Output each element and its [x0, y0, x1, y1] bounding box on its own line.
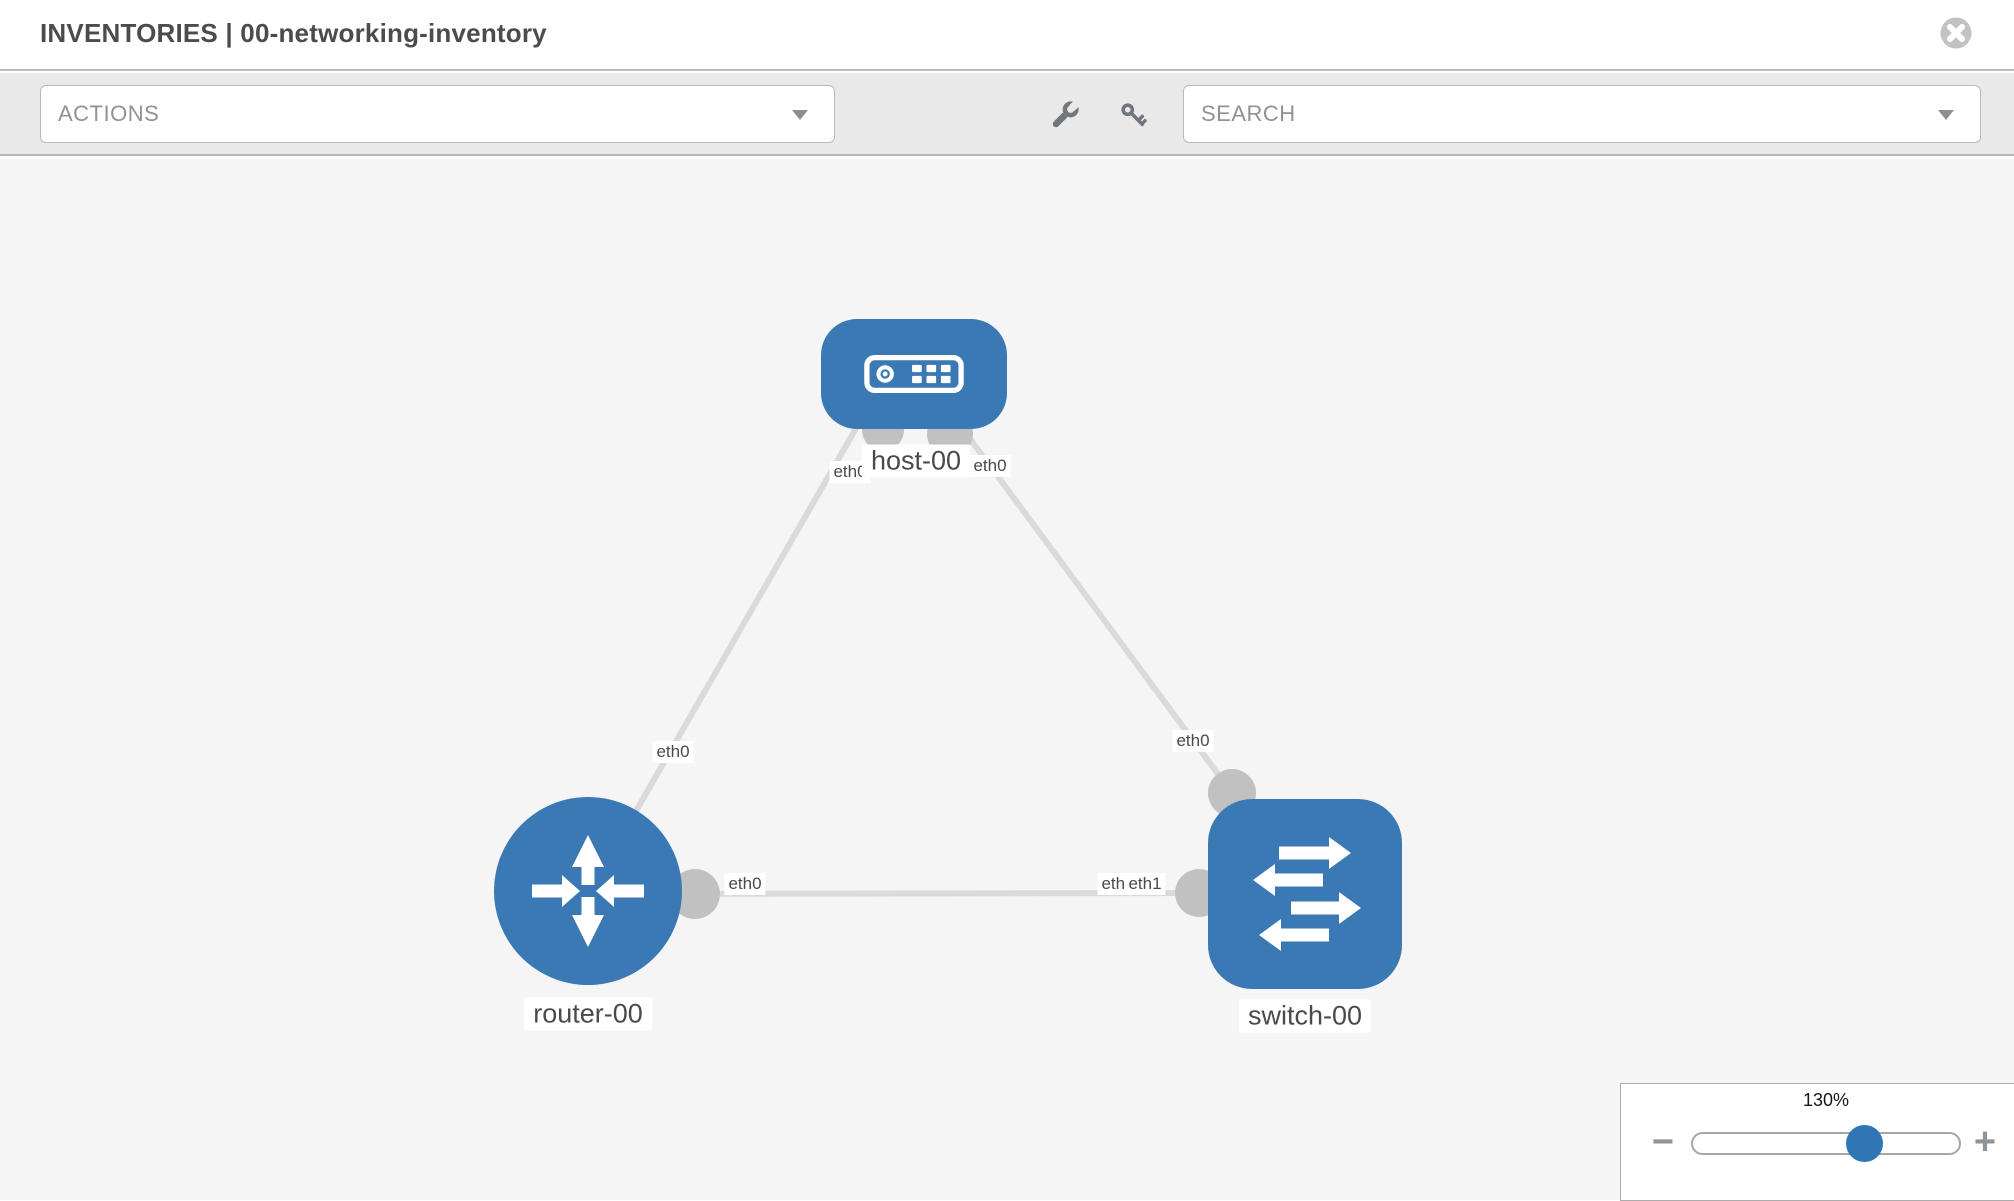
- close-icon: [1940, 17, 1972, 49]
- interface-label: eth0: [724, 873, 766, 895]
- interface-port-router00-eth0[interactable]: [670, 869, 720, 919]
- topology-links-layer: [587, 376, 1256, 919]
- search-dropdown[interactable]: SEARCH: [1183, 85, 1981, 143]
- actions-dropdown[interactable]: ACTIONS: [40, 85, 835, 143]
- interface-label: eth0: [829, 461, 871, 483]
- topology-canvas[interactable]: eth0 eth0 eth0 eth0 eth0 eth0 eth1 host-…: [0, 158, 2014, 1200]
- actions-dropdown-label: ACTIONS: [58, 101, 160, 126]
- chevron-down-icon: [1938, 110, 1954, 120]
- header: INVENTORIES | 00-networking-inventory: [0, 0, 2014, 71]
- router-icon: [532, 835, 644, 947]
- toolbar: ACTIONS SEARCH: [0, 73, 2014, 156]
- chevron-down-icon: [792, 110, 808, 120]
- zoom-slider[interactable]: [1691, 1132, 1961, 1155]
- interface-label: eth0: [969, 455, 1011, 477]
- key-icon: [1121, 103, 1147, 127]
- zoom-slider-handle[interactable]: [1846, 1125, 1883, 1162]
- wrench-button[interactable]: [1048, 98, 1082, 132]
- node-label-switch-00: switch-00: [1238, 999, 1372, 1033]
- node-router-00[interactable]: [494, 797, 682, 985]
- zoom-in-button[interactable]: +: [1967, 1120, 2003, 1164]
- interface-label: eth1: [1124, 873, 1166, 895]
- zoom-out-button[interactable]: −: [1645, 1120, 1681, 1164]
- switch-icon: [1253, 837, 1361, 951]
- link-host00-switch00[interactable]: [922, 376, 1235, 795]
- zoom-level: 130%: [1802, 1090, 1850, 1110]
- node-switch-00[interactable]: [1208, 799, 1402, 989]
- host-icon: [864, 355, 964, 393]
- close-button[interactable]: [1939, 16, 1973, 50]
- zoom-panel: 130% − +: [1620, 1083, 2014, 1201]
- interface-label: eth0: [1172, 730, 1214, 752]
- node-label-router-00: router-00: [524, 997, 652, 1031]
- wrench-icon: [1052, 99, 1081, 128]
- search-dropdown-label: SEARCH: [1201, 101, 1296, 126]
- node-label-host-00: host-00: [861, 444, 971, 478]
- page-title: INVENTORIES | 00-networking-inventory: [40, 18, 547, 48]
- node-host-00[interactable]: [821, 319, 1007, 429]
- interface-label: eth0: [652, 741, 694, 763]
- key-button[interactable]: [1116, 98, 1150, 132]
